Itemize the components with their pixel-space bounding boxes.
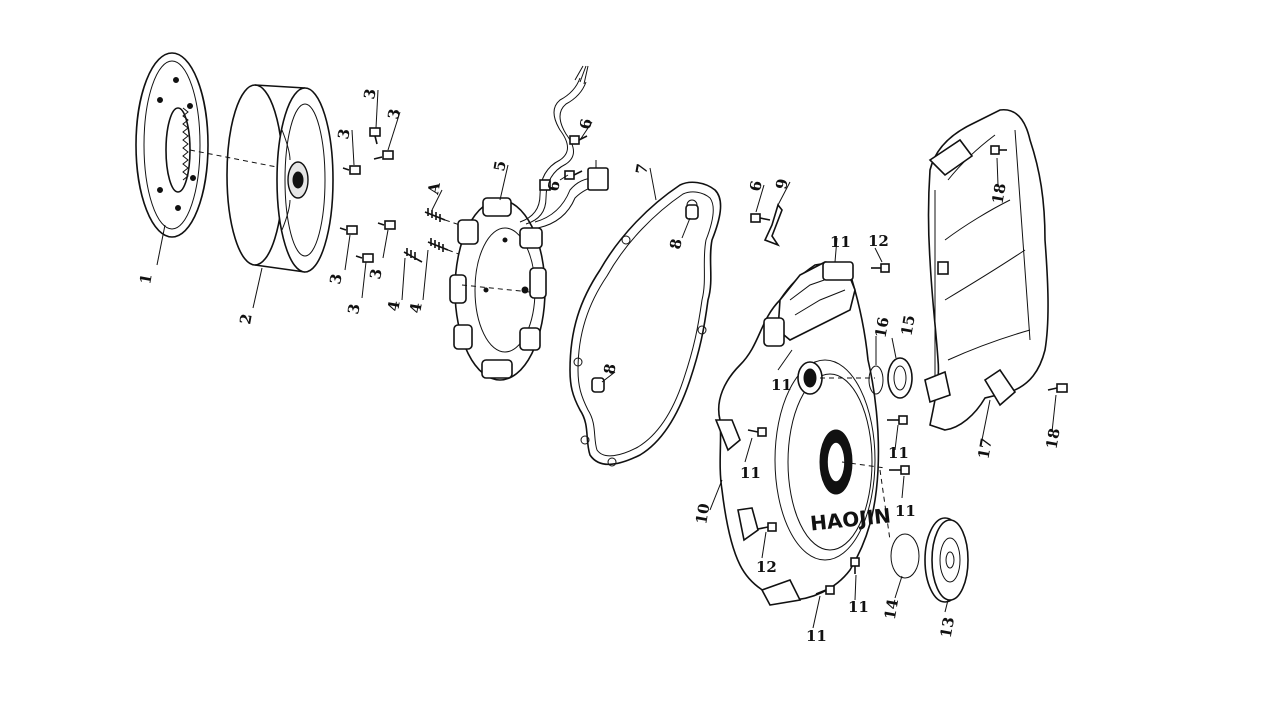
label-11d: 11 xyxy=(888,444,909,462)
label-10: 10 xyxy=(692,502,713,526)
callout-labels: 1 2 3 3 3 3 3 3 4 4 A 5 6 6 6 7 8 8 9 10… xyxy=(136,87,1064,645)
label-4a: 4 xyxy=(384,299,404,312)
label-14: 14 xyxy=(881,597,902,621)
parts-15-16 xyxy=(868,357,913,399)
leader-lines xyxy=(156,89,1057,629)
label-5: 5 xyxy=(490,159,510,172)
label-11f: 11 xyxy=(848,598,869,616)
label-11e: 11 xyxy=(895,502,916,520)
label-3a: 3 xyxy=(360,87,380,100)
label-12a: 12 xyxy=(868,232,889,250)
part-10-cover: HAOJIN xyxy=(714,261,892,606)
part-9-clip xyxy=(750,203,783,247)
label-3c: 3 xyxy=(334,127,354,140)
label-6a: 6 xyxy=(576,117,596,130)
label-18a: 18 xyxy=(988,182,1009,206)
bolts-3 xyxy=(339,127,396,263)
label-15: 15 xyxy=(897,314,918,338)
label-11c: 11 xyxy=(740,464,761,482)
label-8b: 8 xyxy=(600,362,620,375)
part-2-rotor xyxy=(226,84,334,273)
label-1: 1 xyxy=(136,272,156,285)
label-3e: 3 xyxy=(366,267,386,280)
bolts-11 xyxy=(747,263,910,595)
label-17: 17 xyxy=(974,437,995,461)
label-2: 2 xyxy=(236,312,256,325)
part-5-stator xyxy=(449,65,609,381)
label-11a: 11 xyxy=(830,233,851,251)
label-18b: 18 xyxy=(1042,427,1063,451)
parts-13-14 xyxy=(890,517,969,603)
label-8a: 8 xyxy=(666,237,686,250)
part-7-gasket xyxy=(569,181,722,467)
screws-6-stator xyxy=(564,135,588,180)
part-17-right-cover xyxy=(924,109,1049,431)
label-6b: 6 xyxy=(544,179,564,192)
label-11g: 11 xyxy=(806,627,827,645)
label-13: 13 xyxy=(937,616,958,640)
label-9: 9 xyxy=(772,177,792,190)
label-4b: 4 xyxy=(406,301,426,314)
label-11b: 11 xyxy=(771,376,792,394)
label-6c: 6 xyxy=(746,179,766,192)
label-7: 7 xyxy=(632,162,652,175)
label-16: 16 xyxy=(871,316,892,340)
label-3d: 3 xyxy=(326,272,346,285)
label-3b: 3 xyxy=(384,107,404,120)
bolt-18 xyxy=(1047,383,1068,393)
label-A: A xyxy=(424,181,444,197)
label-12b: 12 xyxy=(756,558,777,576)
label-3f: 3 xyxy=(344,302,364,315)
part-1-flywheel-plate xyxy=(135,52,209,238)
